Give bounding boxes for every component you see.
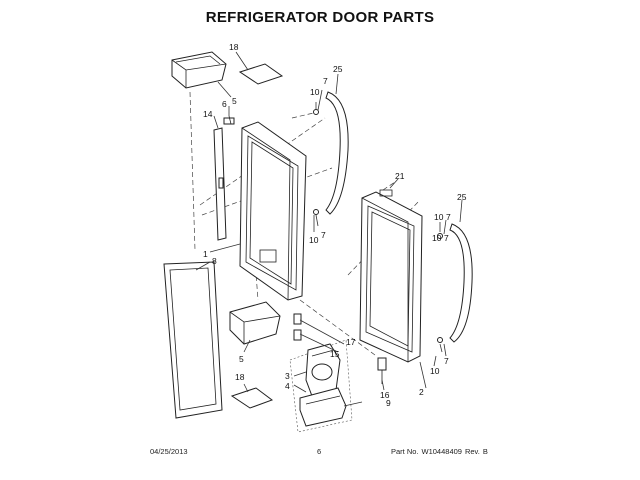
callout-25-right: 25	[457, 192, 467, 202]
callout-18-upper: 18	[229, 42, 239, 52]
door-gasket	[163, 261, 223, 419]
callout-10-left-top: 10	[310, 87, 320, 97]
left-door-handle	[313, 91, 349, 215]
part-label: Part No.	[391, 447, 419, 456]
callout-7-left-top: 7	[323, 76, 328, 86]
door-shelf-cover-lower	[230, 387, 274, 409]
callout-7-right-bottom: 7	[444, 356, 449, 366]
callout-15: 15	[330, 349, 340, 359]
left-door-assembly	[239, 121, 307, 301]
callout-10-right-top: 10	[434, 212, 444, 222]
door-hinge-upper	[223, 115, 235, 125]
callout-21: 21	[395, 171, 405, 181]
mullion-bar	[213, 127, 227, 241]
right-door-assembly	[359, 189, 423, 363]
callout-14: 14	[203, 109, 213, 119]
callout-7-left-bottom: 7	[321, 230, 326, 240]
callout-7-right-mid: 7	[444, 233, 449, 243]
right-door-handle	[437, 223, 473, 343]
callout-10-right-bottom: 10	[430, 366, 440, 376]
page-title: REFRIGERATOR DOOR PARTS	[205, 9, 435, 26]
callout-10-right-mid: 10	[432, 233, 442, 243]
callout-leader-lines	[195, 51, 463, 407]
callout-4: 4	[285, 381, 290, 391]
callout-18-lower: 18	[235, 372, 245, 382]
callout-16: 16	[380, 390, 390, 400]
callout-5-lower: 5	[239, 354, 244, 364]
callout-1: 1	[203, 249, 208, 259]
callout-10-left-bottom: 10	[309, 235, 319, 245]
rev-value: B	[482, 447, 488, 456]
callout-17: 17	[346, 337, 356, 347]
part-number: W10448409	[421, 447, 462, 456]
callout-7-right-top: 7	[446, 212, 451, 222]
footer-date: 04/25/2013	[150, 447, 188, 456]
footer-page-number: 6	[317, 447, 322, 456]
callout-2: 2	[419, 387, 424, 397]
door-bin-upper	[171, 51, 227, 89]
callout-9: 9	[386, 398, 391, 408]
door-bin-lower	[229, 301, 281, 345]
callout-labels: 18 5 6 14 25 7 10 10 7 1 8 5 18 3 4 9 17…	[203, 42, 467, 408]
callout-25-left: 25	[333, 64, 343, 74]
callout-3: 3	[285, 371, 290, 381]
rev-label: Rev.	[464, 447, 480, 456]
door-shelf-cover-upper	[238, 63, 284, 85]
callout-6: 6	[222, 99, 227, 109]
dispenser-assembly	[289, 313, 387, 433]
callout-8: 8	[212, 256, 217, 266]
callout-5-upper: 5	[232, 96, 237, 106]
